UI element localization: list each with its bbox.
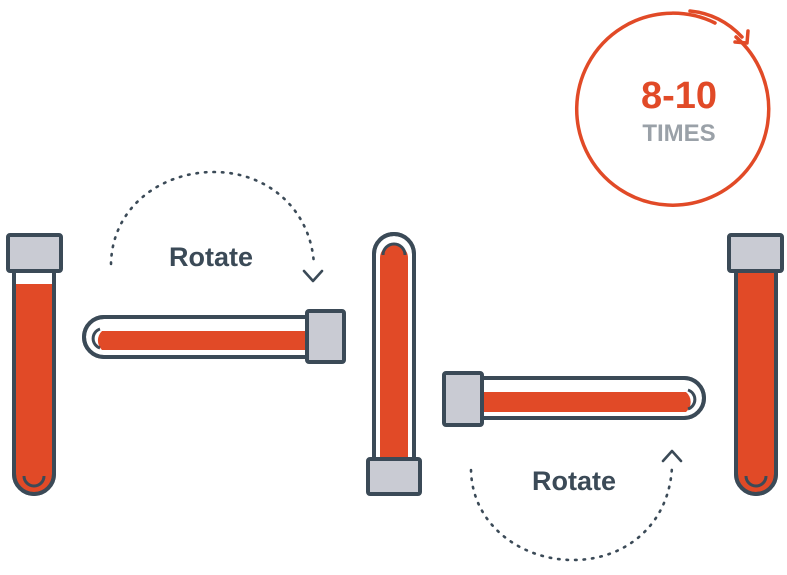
rotate-label-top: Rotate [169, 242, 253, 272]
rotate-arrow-top-icon [109, 170, 324, 283]
rotate-arrow-bottom-icon [469, 449, 683, 562]
tube-upright-capped-final-icon [727, 233, 784, 496]
repeat-unit: TIMES [642, 120, 715, 147]
tube-horizontal-cap-left-icon [442, 371, 706, 427]
tube-horizontal-cap-right-icon [82, 309, 346, 364]
repeat-circle-arrow-icon [574, 9, 771, 207]
rotate-label-bottom: Rotate [532, 466, 616, 496]
tube-upright-capped-icon [6, 233, 63, 496]
repeat-count: 8-10 [641, 75, 717, 117]
tube-inverted-icon [366, 232, 422, 496]
